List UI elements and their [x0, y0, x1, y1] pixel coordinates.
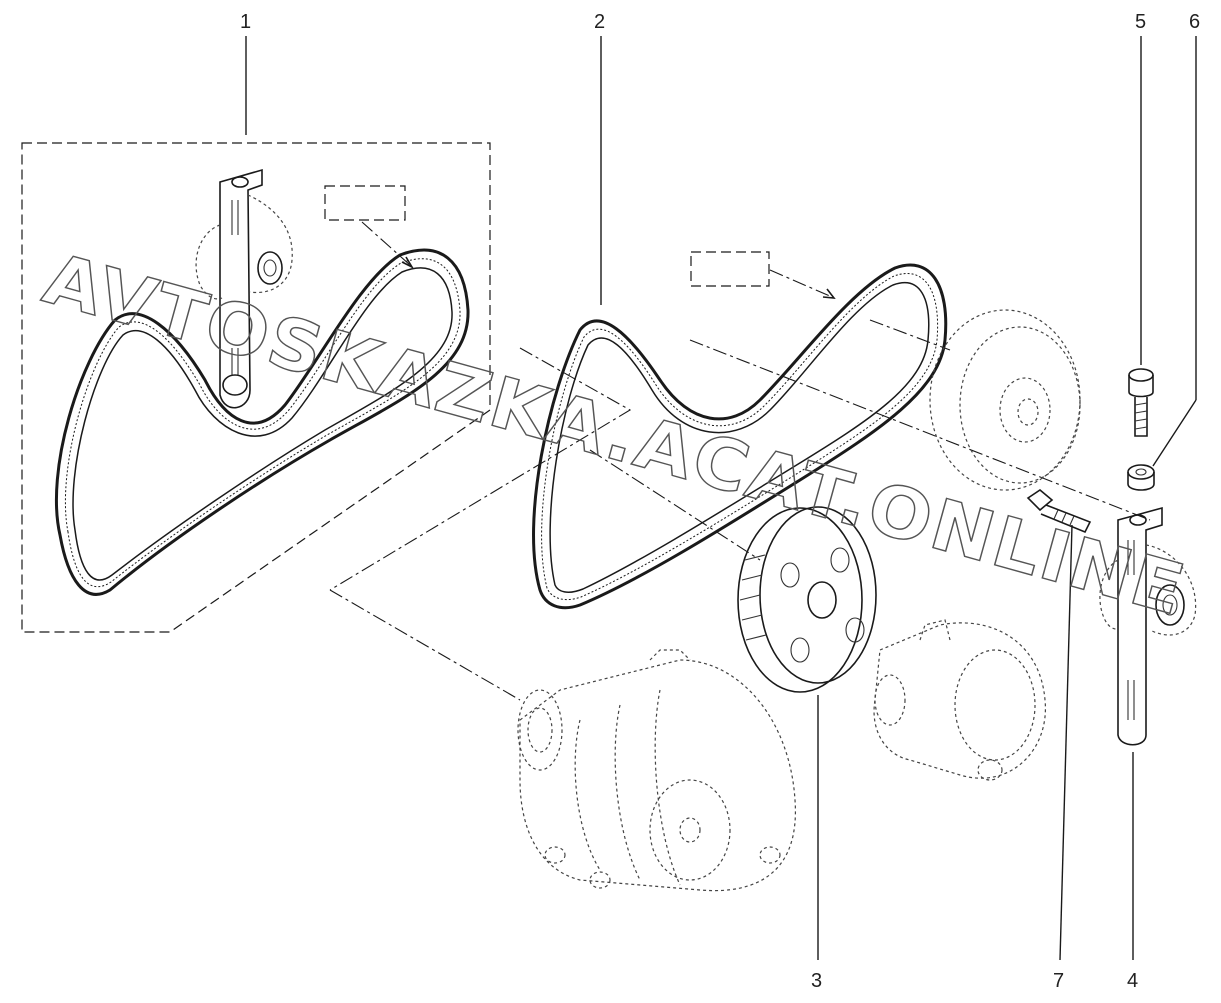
reference-box-left — [324, 185, 406, 221]
reference-arrow-left — [361, 221, 411, 266]
center-line-belt2-c — [589, 449, 761, 561]
power-steering-pump-dotted — [873, 619, 1046, 781]
center-line-kit-belt — [329, 347, 632, 591]
tensioner-bracket-item-4 — [1099, 506, 1197, 746]
callout-3: 3 — [811, 970, 822, 992]
pulley-item-3 — [737, 506, 877, 693]
callout-2: 2 — [594, 11, 605, 33]
kit-boundary-group-1 — [21, 142, 491, 633]
idler-pulley-dotted — [929, 309, 1081, 491]
tensioner-assembly-kit — [195, 168, 293, 409]
reference-arrow-right — [769, 269, 833, 298]
poly-v-belt-1 — [55, 248, 470, 596]
callout-7: 7 — [1053, 970, 1064, 992]
center-line-belt2-a — [689, 339, 1151, 521]
poly-v-belt-2 — [532, 263, 948, 610]
center-line-kit-alternator — [329, 589, 521, 701]
callout-5: 5 — [1135, 11, 1146, 33]
callout-4: 4 — [1127, 970, 1138, 992]
bolt-item-7 — [1026, 489, 1092, 534]
reference-box-right — [690, 251, 770, 287]
callout-6: 6 — [1189, 11, 1200, 33]
alternator-dotted — [517, 649, 796, 892]
reference-arrow-right-head — [822, 288, 836, 299]
leader-line-7 — [1059, 524, 1073, 961]
callout-1: 1 — [240, 11, 251, 33]
bolt-item-5 — [1128, 368, 1154, 437]
nut-item-6 — [1127, 464, 1155, 491]
leader-line-6-diag — [1152, 399, 1197, 467]
